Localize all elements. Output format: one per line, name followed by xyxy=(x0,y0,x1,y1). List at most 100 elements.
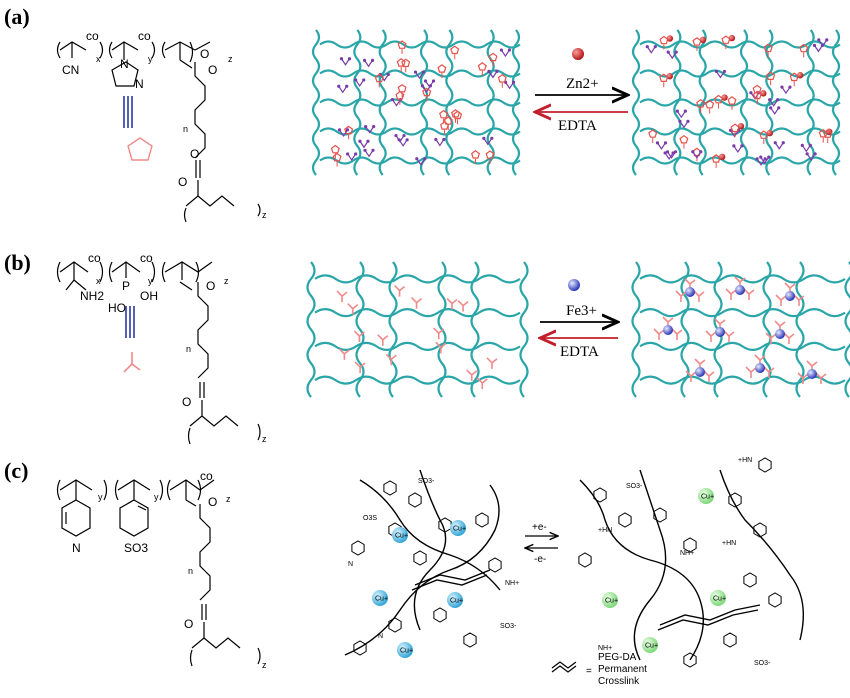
pyridinium-label: +HN xyxy=(598,527,612,534)
phosphate-ligand-icon xyxy=(653,328,665,340)
pyridine-ring-icon xyxy=(351,540,365,556)
phosphate-ligand-icon xyxy=(693,290,705,302)
imidazole-ligand-icon xyxy=(659,35,669,45)
network-strand xyxy=(445,29,454,176)
network-strand xyxy=(698,29,707,176)
phosphate-ligand-icon xyxy=(815,372,827,384)
fe-ion-icon xyxy=(715,327,725,337)
polymer-backbone xyxy=(657,609,759,631)
crosslink-dot xyxy=(683,109,687,113)
crosslink-dot xyxy=(366,139,370,143)
imidazole-ligand-icon xyxy=(477,62,487,71)
crosslink-group-icon xyxy=(391,99,401,107)
phosphate-ligand-icon xyxy=(703,370,715,382)
network-strand xyxy=(639,127,841,136)
network-strand xyxy=(639,156,841,165)
imidazole-ligand-icon xyxy=(470,150,481,159)
imidazole-ligand-icon xyxy=(344,125,354,135)
imidazole-ligand-icon xyxy=(679,134,689,144)
phosphate-ligand-icon xyxy=(743,288,755,300)
network-strand xyxy=(844,261,850,398)
imidazole-ligand-icon xyxy=(488,52,498,62)
cu-ion-icon xyxy=(372,590,388,606)
a-z2: z xyxy=(262,210,267,220)
crosslink-dot xyxy=(678,119,682,123)
pyridinium-label: +HN xyxy=(738,457,752,464)
pyridine-ring-icon xyxy=(683,537,697,553)
network-strand xyxy=(319,98,521,107)
cu-ion-icon xyxy=(392,527,408,543)
crosslink-dot xyxy=(363,148,367,152)
crosslink-group-icon xyxy=(364,149,374,158)
pyridine-ring-icon xyxy=(753,522,767,538)
network-strand xyxy=(831,29,841,176)
crosslink-group-icon xyxy=(483,137,493,146)
crosslink-dot xyxy=(434,137,438,142)
network-strand xyxy=(639,98,841,107)
polymer-backbone xyxy=(413,469,447,631)
b-co1: co xyxy=(88,251,101,265)
imidazole-ligand-icon xyxy=(730,123,740,133)
panel-a-network-left xyxy=(311,29,521,176)
network-strand xyxy=(795,261,805,398)
a-cn: CN xyxy=(62,63,79,77)
pyridine-ring-icon xyxy=(408,492,422,508)
so3-label: SO3- xyxy=(754,660,771,667)
crosslink-dot xyxy=(482,136,486,140)
crosslink-group-icon xyxy=(355,79,365,88)
network-strand xyxy=(765,29,774,176)
crosslink-dot xyxy=(749,91,753,95)
crosslink-dot xyxy=(825,38,829,42)
phosphate-ligand-icon xyxy=(745,366,757,378)
phosphate-ligand-icon xyxy=(486,357,498,369)
cu-ion-label: Cu+ xyxy=(395,533,408,540)
c-n: n xyxy=(188,566,193,576)
phosphate-ligand-icon xyxy=(385,353,397,366)
crosslink-group-icon xyxy=(806,153,816,161)
pyridine-ring-icon xyxy=(383,480,397,496)
b-nh2: NH2 xyxy=(80,289,104,303)
so3-label: O3S xyxy=(363,515,377,522)
a-reverse-label: EDTA xyxy=(558,118,597,134)
a-n-ring1: N xyxy=(120,57,129,71)
cu-ion-label: Cu+ xyxy=(375,596,388,603)
b-oh2: HO xyxy=(108,301,126,315)
crosslink-group-icon xyxy=(667,51,677,60)
crosslink-dot xyxy=(768,98,772,102)
c-co1: co xyxy=(200,469,213,483)
crosslink-dot xyxy=(663,141,668,145)
crosslink-dot xyxy=(691,150,695,154)
imidazole-ligand-icon xyxy=(648,129,658,138)
crosslink-group-icon xyxy=(339,129,349,137)
b-y: y xyxy=(148,276,153,286)
panel-a-network-right xyxy=(631,29,841,176)
phosphate-ligand-icon xyxy=(338,348,350,360)
zn-ion-icon xyxy=(699,36,707,44)
pyridine-ring-icon xyxy=(758,457,772,473)
crosslink-dot xyxy=(767,155,771,159)
crosslink-group-icon xyxy=(359,140,369,149)
imidazole-ligand-icon xyxy=(397,83,407,93)
imidazole-ligand-icon xyxy=(752,84,762,94)
c-forward-label: +e- xyxy=(532,522,547,533)
fe-ion-icon xyxy=(663,325,673,335)
crosslink-dot xyxy=(666,50,670,54)
network-strand xyxy=(314,375,521,385)
network-strand xyxy=(314,274,521,284)
b-o2: O xyxy=(182,395,191,409)
crosslink-dot xyxy=(345,128,350,132)
crosslink-group-icon xyxy=(769,99,779,107)
zn-ion-icon xyxy=(666,35,674,42)
phosphate-ligand-icon xyxy=(347,303,359,315)
pyridine-ring-icon xyxy=(728,492,742,508)
cu-ion-label: Cu+ xyxy=(713,596,726,603)
crosslink-group-icon xyxy=(770,107,780,115)
network-strand xyxy=(639,69,841,78)
crosslink-group-icon xyxy=(801,145,811,153)
pyridine-ring-icon xyxy=(743,572,757,588)
phosphate-ligand-icon xyxy=(723,330,735,342)
panel-c-polymer-labels: co y y z N SO3 O n O z xyxy=(72,469,267,670)
crosslink-dot xyxy=(740,144,744,148)
network-strand xyxy=(511,29,521,176)
phosphate-ligand-icon xyxy=(457,300,469,312)
